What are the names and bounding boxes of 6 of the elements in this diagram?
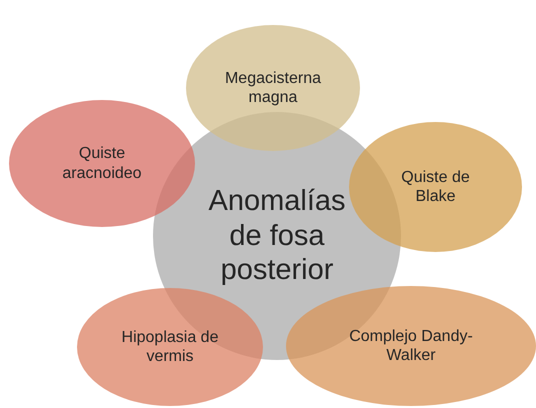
topic-label: Quiste aracnoideo <box>61 144 143 183</box>
topic-label: Quiste de Blake <box>400 168 471 206</box>
topic-label: Complejo Dandy-Walker <box>348 326 474 366</box>
topic-label: Hipoplasia de vermis <box>120 328 220 366</box>
topic-label: Megacisterna magna <box>224 68 322 108</box>
center-title: Anomalías de fosa posterior <box>207 184 346 288</box>
